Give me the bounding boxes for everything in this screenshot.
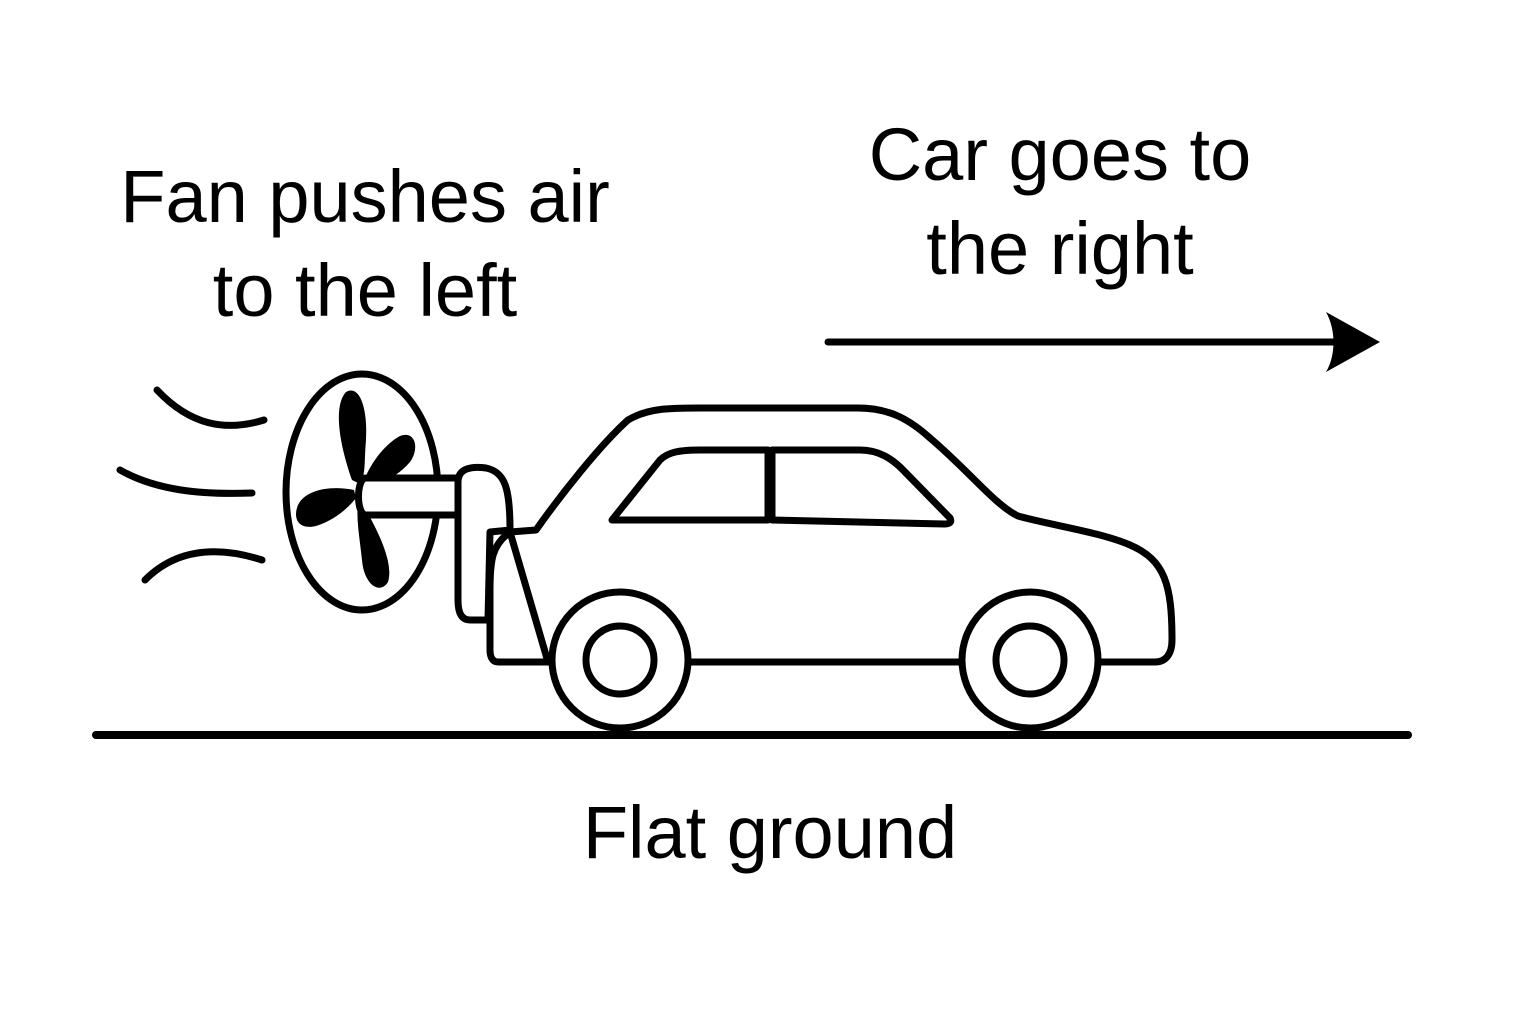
car-window-front xyxy=(608,446,772,524)
air-line-top xyxy=(153,386,268,429)
car-body xyxy=(486,404,1176,666)
car-hubcap-rear xyxy=(582,622,658,698)
car-wheel-rear xyxy=(548,588,692,732)
arrow-head xyxy=(1326,312,1380,372)
fan-blade-upper-right xyxy=(366,434,416,486)
fan-label: Fan pushes air to the left xyxy=(120,155,610,332)
arrow-right-icon xyxy=(824,312,1380,372)
air-flow-lines xyxy=(116,386,268,584)
car-wheel-front xyxy=(958,588,1102,732)
air-line-middle xyxy=(116,466,256,497)
air-line-bottom xyxy=(141,548,266,584)
fan-icon xyxy=(282,370,514,624)
car-direction-label: Car goes to the right xyxy=(868,113,1252,290)
car-icon xyxy=(486,404,1176,732)
fan-mount xyxy=(454,463,514,624)
car-window-rear xyxy=(768,446,955,528)
ground-label: Flat ground xyxy=(582,791,958,874)
car-hubcap-front xyxy=(992,622,1068,698)
fan-shaft xyxy=(355,474,474,519)
fan-blade-top xyxy=(338,390,367,484)
fan-blade-bottom xyxy=(357,500,390,588)
fan-blade-left xyxy=(296,488,356,527)
